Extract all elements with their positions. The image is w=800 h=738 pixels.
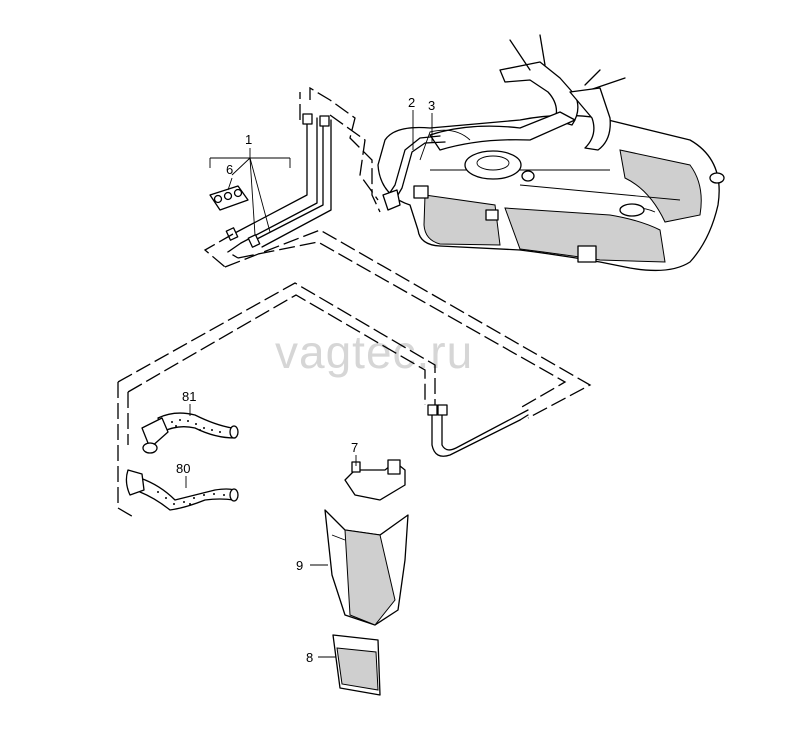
clip-6 <box>209 185 249 211</box>
hose-81 <box>141 412 239 454</box>
watermark: vagtec.ru <box>275 326 473 378</box>
callout-7: 7 <box>351 440 358 455</box>
fuel-tank <box>377 34 725 272</box>
fuel-lines-routing <box>117 86 592 519</box>
bracket-7 <box>344 459 406 501</box>
heat-shield-9 <box>324 509 409 626</box>
leader-lines <box>185 110 433 658</box>
callout-80: 80 <box>176 461 190 476</box>
fuel-lines-rear <box>427 404 529 457</box>
callout-3: 3 <box>428 98 435 113</box>
callout-9: 9 <box>296 558 303 573</box>
callout-2: 2 <box>408 95 415 110</box>
callout-labels: 1 6 2 3 7 9 8 81 80 <box>176 95 435 665</box>
callout-6: 6 <box>226 162 233 177</box>
callout-8: 8 <box>306 650 313 665</box>
fuel-lines-front <box>225 113 446 248</box>
hose-80 <box>125 469 239 511</box>
cover-8 <box>332 634 381 696</box>
callout-1: 1 <box>245 132 252 147</box>
callout-81: 81 <box>182 389 196 404</box>
